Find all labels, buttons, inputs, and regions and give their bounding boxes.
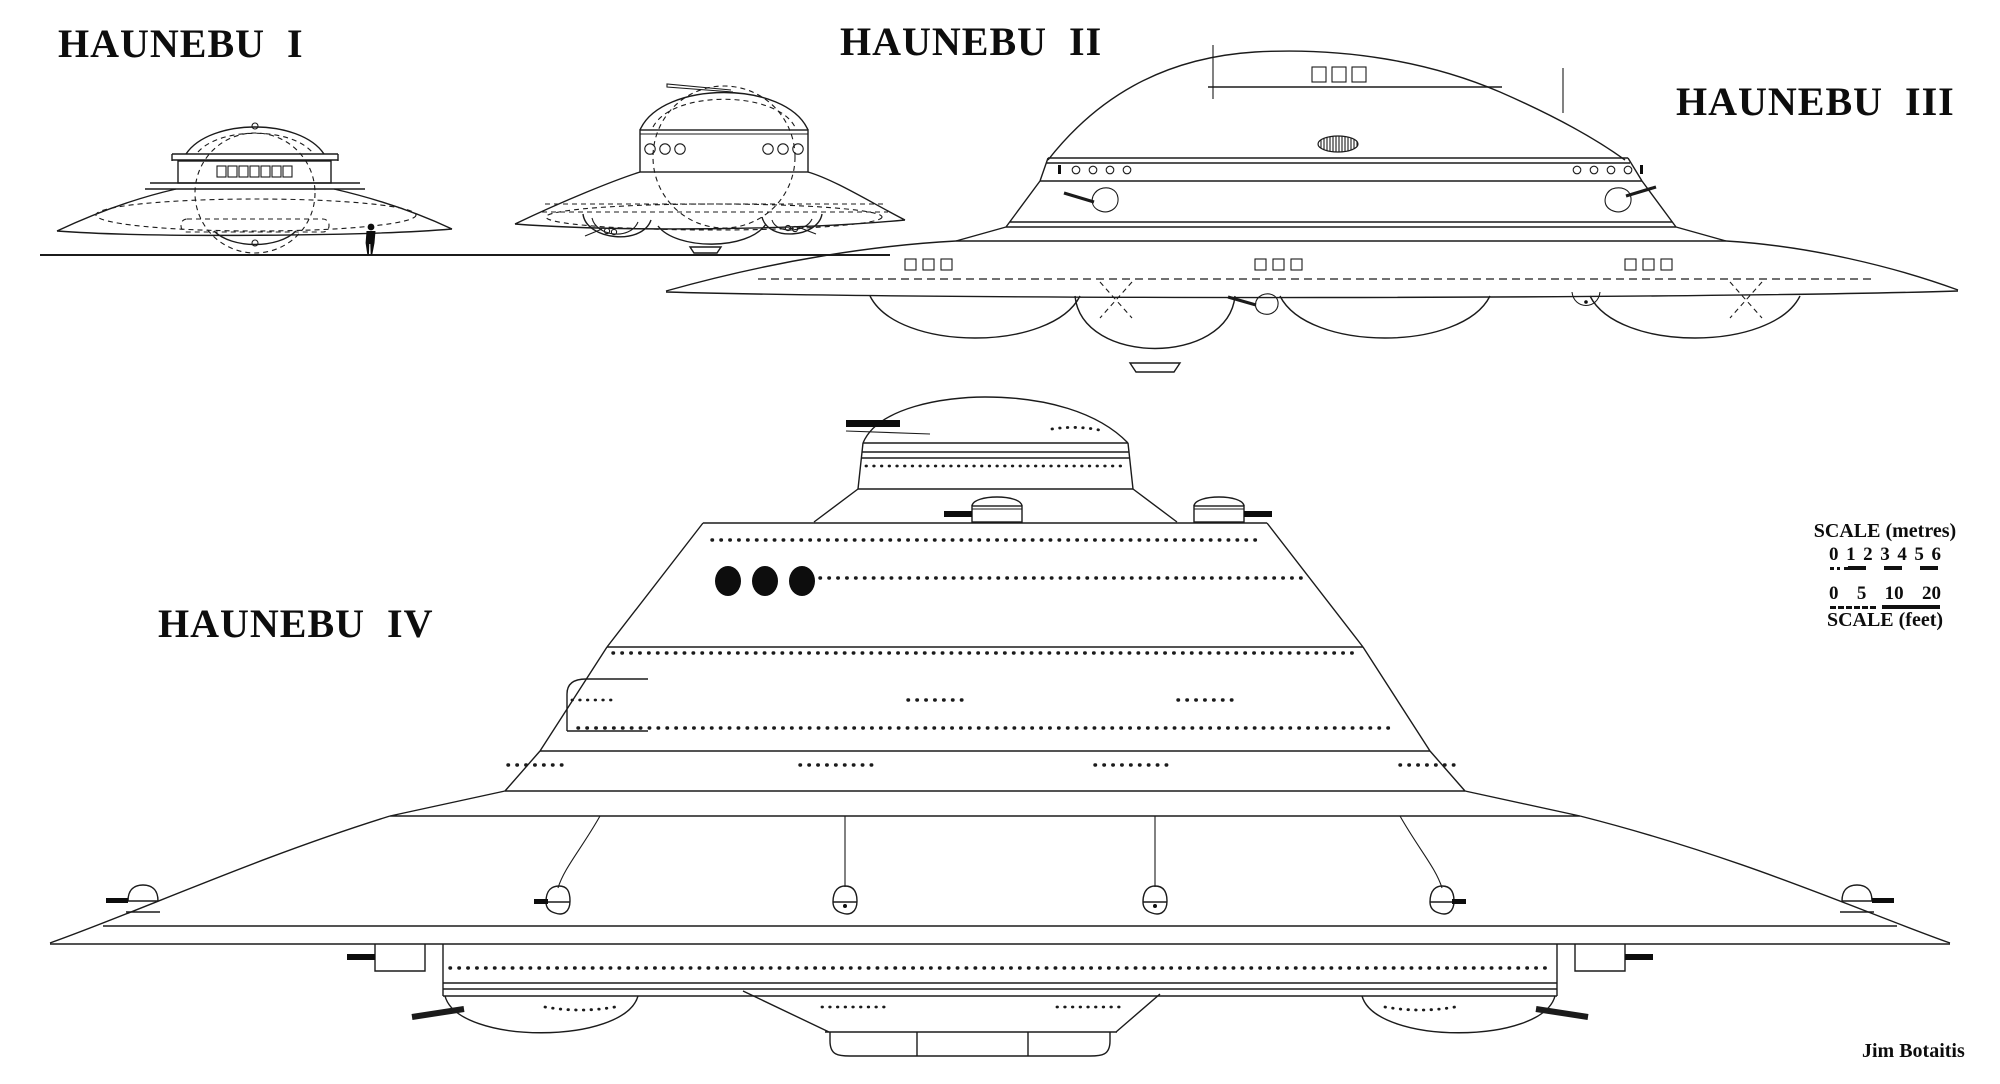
haunebu-4-drawing: [49, 396, 1951, 1057]
haunebu-2-drawing: [514, 83, 906, 254]
side-step-box: [566, 678, 648, 732]
hatched-vent: [1317, 135, 1359, 153]
metres-tick: 4: [1897, 544, 1907, 565]
haunebu-3-drawing: [665, 45, 1959, 373]
scale-legend: SCALE (metres) 0 1 2 3 4 5 6 0 5 10 20 S…: [1796, 520, 1974, 632]
haunebu-3-title: HAUNEBU III: [1676, 79, 1955, 124]
left-gun-turret: [1091, 187, 1119, 213]
haunebu-1-title: HAUNEBU I: [58, 21, 304, 66]
dome-fin: [666, 83, 734, 93]
metres-tick: 2: [1863, 544, 1873, 565]
human-scale-figure: [365, 223, 376, 255]
porthole: [715, 566, 741, 596]
feet-tick: 0: [1829, 583, 1839, 604]
artist-credit: Jim Botaitis: [1862, 1040, 1965, 1062]
metres-tick: 5: [1914, 544, 1924, 565]
metres-ruler: [1830, 564, 1940, 570]
metres-tick: 6: [1931, 544, 1941, 565]
feet-ruler: [1830, 603, 1940, 609]
top-turret-gun: [846, 420, 900, 427]
feet-tick: 10: [1884, 583, 1904, 604]
porthole: [752, 566, 778, 596]
right-gun-turret: [1604, 187, 1632, 213]
feet-tick-row: 0 5 10 20: [1829, 584, 1941, 603]
haunebu-1-drawing: [56, 122, 453, 255]
haunebu-2-title: HAUNEBU II: [840, 19, 1103, 64]
scale-metres-label: SCALE (metres): [1813, 520, 1957, 542]
metres-tick: 0: [1829, 544, 1839, 565]
haunebu-4-title: HAUNEBU IV: [158, 601, 434, 646]
metres-tick: 3: [1880, 544, 1890, 565]
feet-tick: 5: [1856, 583, 1867, 604]
antenna-lines: [1212, 45, 1564, 113]
metres-tick: 1: [1846, 544, 1856, 565]
porthole: [789, 566, 815, 596]
feet-tick: 20: [1921, 583, 1941, 604]
metres-tick-row: 0 1 2 3 4 5 6: [1829, 545, 1941, 564]
scale-feet-label: SCALE (feet): [1826, 609, 1944, 631]
